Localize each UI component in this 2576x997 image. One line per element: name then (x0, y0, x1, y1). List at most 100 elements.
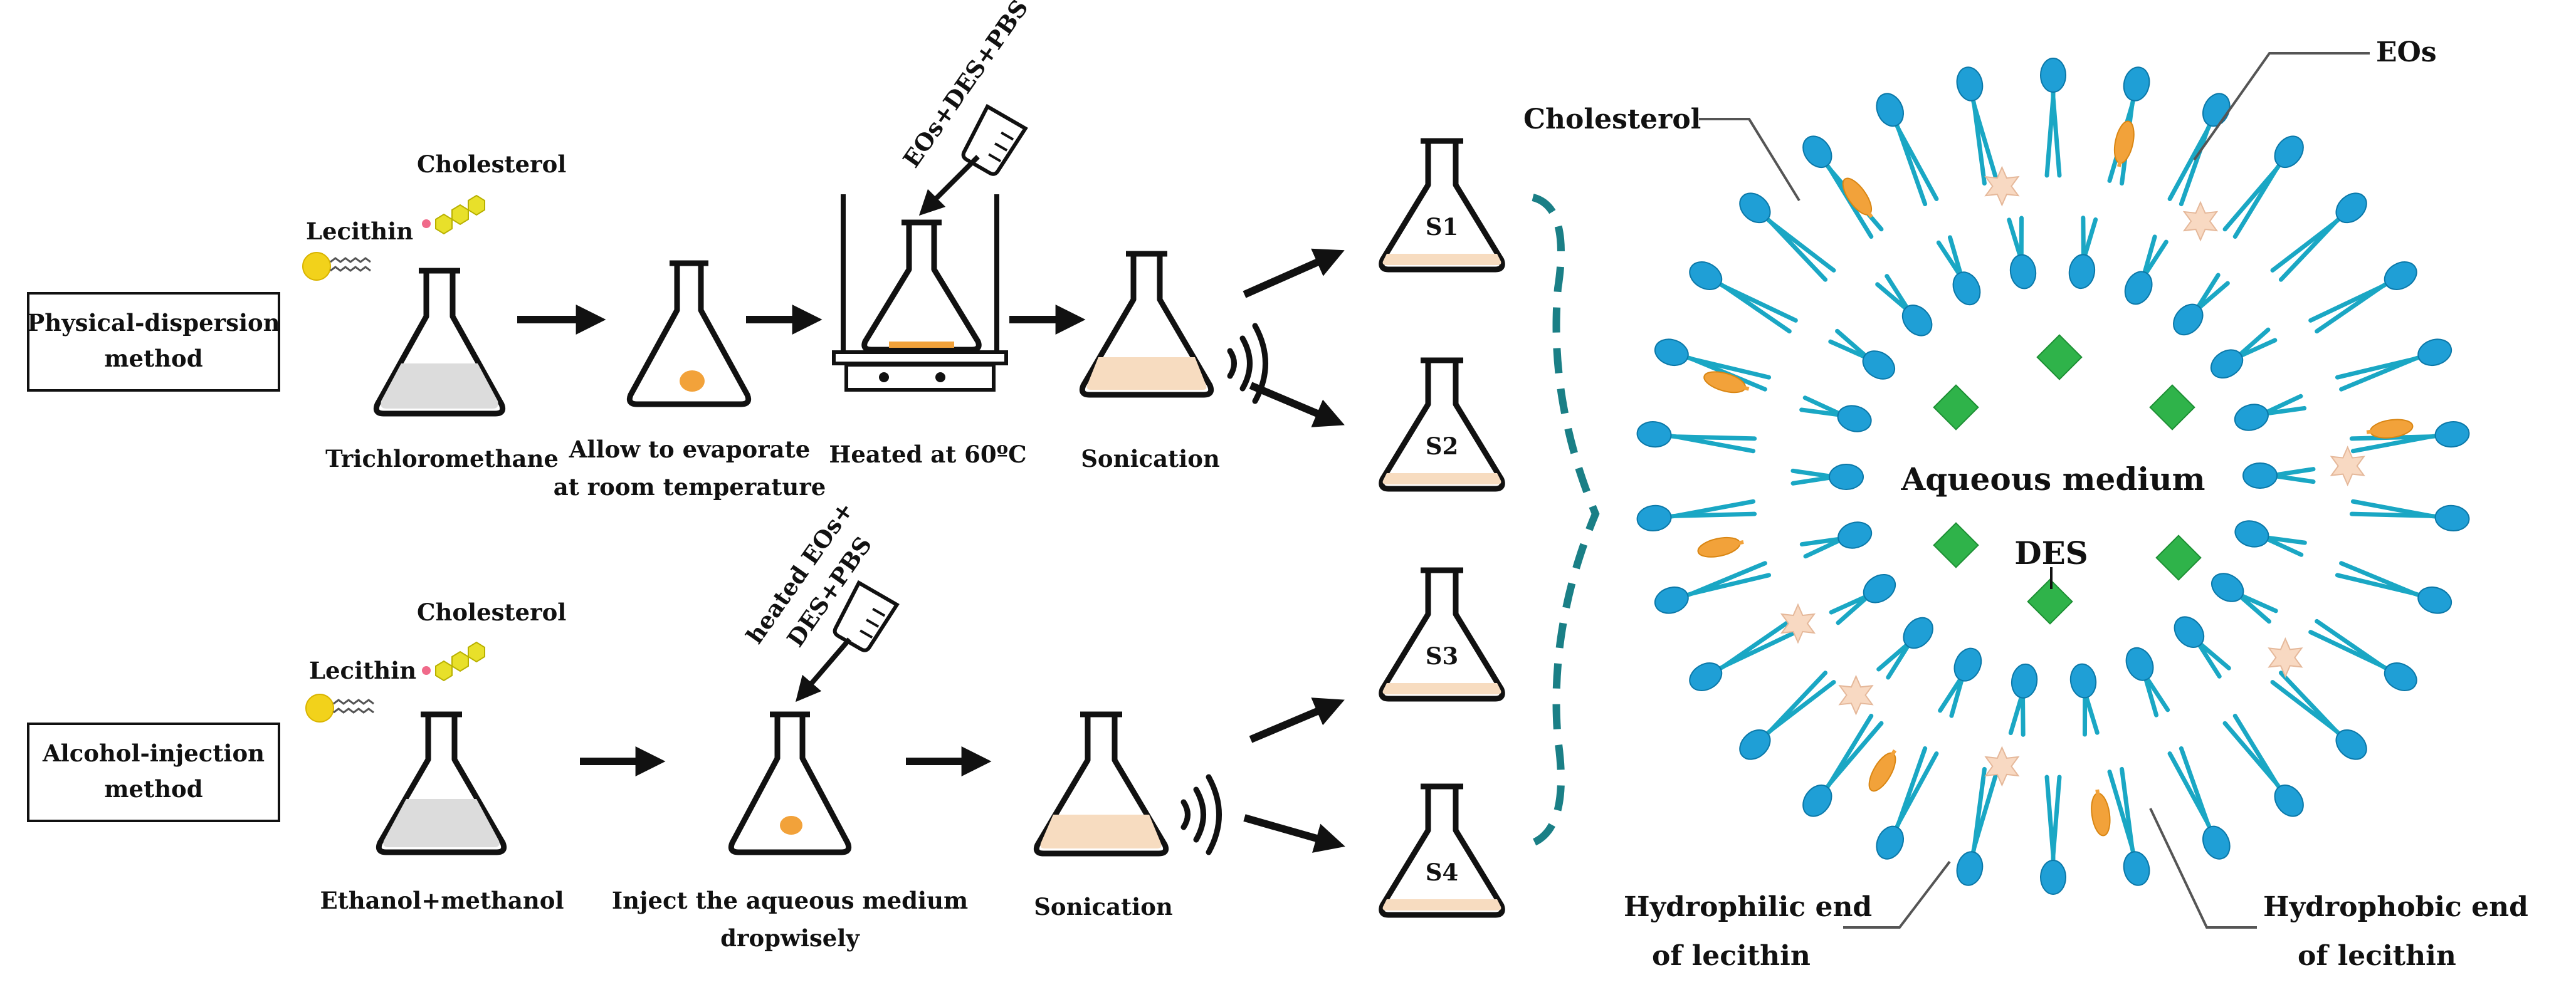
lecithin-molecule (1802, 713, 1884, 817)
lecithin-molecule (2234, 520, 2307, 557)
method-name-alcohol-2: method (104, 775, 202, 803)
alcohol-injection-row: Alcohol-injection method Lecithin Choles… (27, 496, 1222, 952)
eo-molecule (2330, 446, 2365, 487)
flask-sonication-bottom (1033, 711, 1169, 857)
sample-label-s2: S2 (1426, 432, 1458, 460)
cholesterol-label-top: Cholesterol (417, 150, 566, 178)
lecithin-molecule (1956, 66, 1999, 186)
lecithin-molecule (1799, 395, 1872, 432)
lecithin-molecule (1739, 192, 1836, 282)
hydrophilic-label-2: of lecithin (1652, 940, 1811, 972)
flask-ethanol-methanol (376, 711, 507, 855)
sample-label-s3: S3 (1426, 642, 1458, 670)
lecithin-molecule (2040, 775, 2066, 895)
grouping-bracket (1531, 194, 1600, 847)
lecithin-label-top: Lecithin (306, 217, 413, 245)
step-label-ethanol-methanol: Ethanol+methanol (320, 887, 564, 914)
lecithin-molecule (2125, 647, 2170, 718)
cholesterol-molecule (1842, 177, 1873, 219)
eo-molecule (2268, 637, 2303, 678)
eo-molecule (2182, 201, 2219, 242)
method-name-alcohol-1: Alcohol-injection (42, 739, 265, 767)
eo-molecule (1984, 746, 2020, 787)
hydrophobic-leader (2149, 808, 2257, 929)
lecithin-molecule (2270, 192, 2367, 282)
lecithin-molecule (2173, 273, 2230, 336)
sample-label-s1: S1 (1426, 213, 1458, 241)
step-label-sonication-bottom: Sonication (1034, 893, 1173, 921)
cholesterol-molecule (1868, 749, 1897, 792)
lecithin-label-bottom: Lecithin (309, 657, 416, 684)
cholesterol-molecule (1697, 536, 1744, 558)
heating-apparatus (832, 194, 1008, 392)
lecithin-molecule (2069, 663, 2100, 737)
eos-leader (2193, 52, 2370, 161)
lecithin-molecule (2308, 619, 2417, 691)
beaker-icon-bottom (833, 580, 900, 652)
hydrophilic-leader (1843, 860, 1951, 929)
lecithin-molecule (2040, 58, 2066, 178)
lecithin-molecule (2124, 234, 2169, 305)
lecithin-molecule (1802, 135, 1884, 239)
lecithin-molecule (1654, 561, 1772, 614)
lecithin-molecule (2335, 338, 2452, 392)
lecithin-molecule (2242, 462, 2316, 489)
lecithin-molecule (2068, 216, 2098, 290)
hydrophobic-label-2: of lecithin (2298, 940, 2456, 972)
sample-flask-s3: S3 (1379, 567, 1505, 702)
cholesterol-label-bottom: Cholesterol (417, 598, 566, 626)
lecithin-molecule (1636, 421, 1757, 454)
lecithin-molecule (2234, 394, 2307, 431)
sample-flask-s1: S1 (1379, 138, 1505, 273)
lecithin-molecule (2222, 713, 2304, 817)
step-label-trichloromethane: Trichloromethane (325, 445, 559, 472)
lecithin-molecule (2335, 561, 2452, 614)
lecithin-molecule (1876, 617, 1933, 680)
lecithin-molecule (1936, 235, 1981, 306)
method-box-physical (27, 292, 280, 392)
lecithin-molecule (1829, 573, 1896, 625)
liposome-structure (1636, 58, 2470, 895)
step-label-heated: Heated at 60ºC (829, 441, 1026, 468)
flask-evaporate (626, 260, 752, 407)
step-label-sonication-top: Sonication (1081, 445, 1220, 472)
cholesterol-leader (1699, 118, 1801, 202)
method-name-physical-1: Physical-dispersion (27, 309, 280, 337)
step-label-evaporate-1: Allow to evaporate (569, 436, 811, 463)
lecithin-molecule (1956, 766, 1999, 886)
lecithin-molecule (2008, 663, 2038, 737)
lecithin-molecule (1799, 521, 1873, 559)
lecithin-molecule (2349, 499, 2470, 531)
cholesterol-molecule (2113, 120, 2135, 167)
lecithin-molecule (2210, 327, 2278, 379)
lecithin-molecule (2211, 573, 2278, 624)
flask-sonication-top (1079, 251, 1214, 398)
flask-trichloromethane (373, 268, 506, 417)
lecithin-icon-bottom (305, 694, 374, 723)
reagent-arrow-bottom (795, 637, 852, 702)
step-label-evaporate-2: at room temperature (554, 473, 826, 501)
lecithin-molecule (1876, 746, 1939, 860)
lecithin-icon (302, 252, 371, 281)
lecithin-molecule (1689, 619, 1798, 691)
sample-flask-s4: S4 (1379, 783, 1505, 918)
cholesterol-icon (422, 194, 485, 235)
lecithin-molecule (1790, 464, 1864, 491)
reagent-arrow-top (918, 155, 980, 216)
eos-callout: EOs (2376, 36, 2437, 68)
lecithin-molecule (1875, 274, 1933, 337)
cholesterol-molecule (2366, 419, 2414, 439)
des-label: DES (2014, 535, 2088, 572)
lecithin-molecule (2107, 766, 2150, 886)
eo-molecule (1780, 603, 1816, 644)
sample-label-s4: S4 (1426, 859, 1458, 886)
lecithin-molecule (2167, 746, 2231, 860)
cholesterol-callout: Cholesterol (1523, 103, 1701, 135)
lecithin-molecule (2222, 135, 2304, 239)
des-molecules (1933, 334, 2202, 625)
step-label-inject-2: dropwisely (720, 924, 860, 952)
step-label-inject-1: Inject the aqueous medium (612, 887, 968, 914)
